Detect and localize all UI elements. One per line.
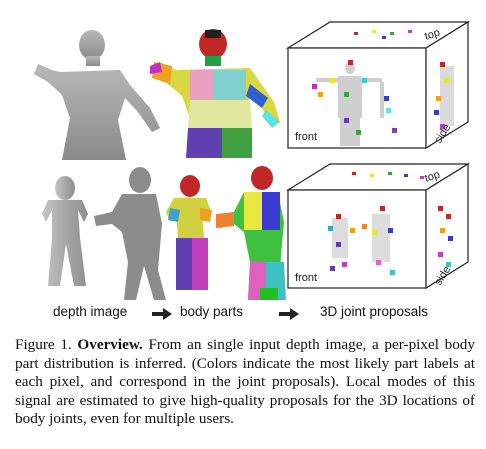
top-label-1: top bbox=[423, 27, 441, 43]
overview-figure: front side top bbox=[34, 20, 471, 320]
caption-text: From an single input depth image, a per-… bbox=[15, 336, 475, 427]
body-parts-single bbox=[150, 29, 280, 158]
caption-title: Overview. bbox=[77, 336, 143, 353]
proposal-box-multi: front side top bbox=[285, 162, 471, 290]
arrow-right-icon bbox=[279, 308, 299, 320]
arrow-right-icon bbox=[152, 308, 172, 320]
stage-label-parts: body parts bbox=[180, 304, 244, 319]
stage-label-depth: depth image bbox=[53, 304, 128, 319]
body-parts-multi bbox=[166, 166, 286, 300]
figure-caption: Figure 1. Overview. From an single input… bbox=[15, 336, 475, 429]
front-label-2: front bbox=[295, 272, 317, 284]
figure-graphic: front side top bbox=[34, 20, 471, 300]
top-label-2: top bbox=[423, 169, 441, 185]
proposal-box-single: front side top bbox=[285, 20, 471, 150]
front-label-1: front bbox=[295, 131, 317, 143]
stage-label-proposals: 3D joint proposals bbox=[320, 304, 429, 319]
caption-figure-number: Figure 1. bbox=[15, 336, 72, 353]
depth-image-single bbox=[34, 30, 160, 160]
depth-image-multi bbox=[42, 167, 166, 300]
